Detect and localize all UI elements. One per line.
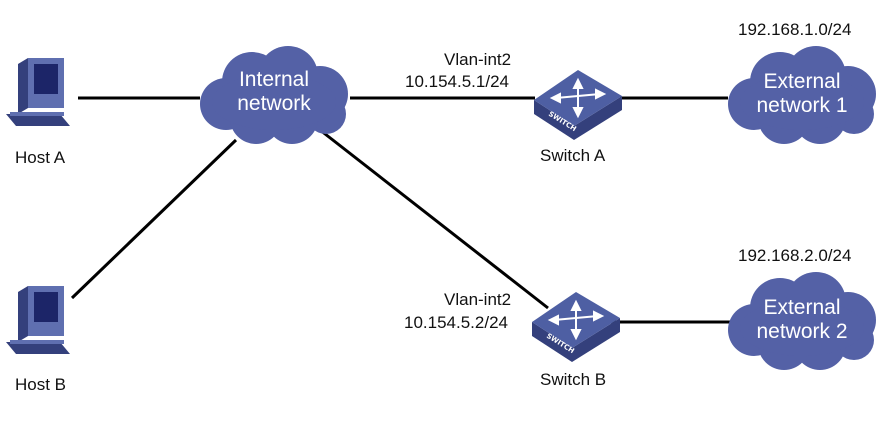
host-b-label: Host B	[15, 375, 67, 394]
internal-network-line1: Internal	[238, 68, 310, 91]
links-layer	[70, 96, 730, 324]
switch-a-label: Switch A	[540, 146, 606, 165]
external-network-1-line1: External	[763, 70, 841, 93]
external-2-subnet: 192.168.2.0/24	[738, 246, 852, 265]
switch-b-label: Switch B	[540, 370, 607, 389]
external-network-2-line1: External	[763, 296, 841, 319]
switch-icon: SWITCH	[534, 70, 622, 140]
pc-icon	[6, 58, 70, 126]
switch-a-interface: Vlan-int2	[444, 50, 512, 69]
switch-a-ip: 10.154.5.1/24	[405, 72, 509, 91]
host-a-label: Host A	[15, 148, 66, 167]
external-network-1-label: External network 1	[740, 70, 864, 118]
external-network-2-label: External network 2	[740, 296, 864, 344]
external-network-2-line2: network 2	[756, 320, 848, 343]
link-internal-switch-b	[319, 128, 549, 310]
external-network-1-line2: network 1	[756, 94, 848, 117]
switch-b-ip: 10.154.5.2/24	[404, 313, 508, 332]
external-1-subnet: 192.168.1.0/24	[738, 20, 852, 39]
link-host-b-internal	[70, 138, 238, 300]
switch-b-interface: Vlan-int2	[444, 290, 512, 309]
pc-icon	[6, 286, 70, 354]
internal-network-label: Internal network	[214, 68, 334, 116]
internal-network-line2: network	[237, 92, 311, 115]
switch-icon: SWITCH	[532, 292, 620, 362]
